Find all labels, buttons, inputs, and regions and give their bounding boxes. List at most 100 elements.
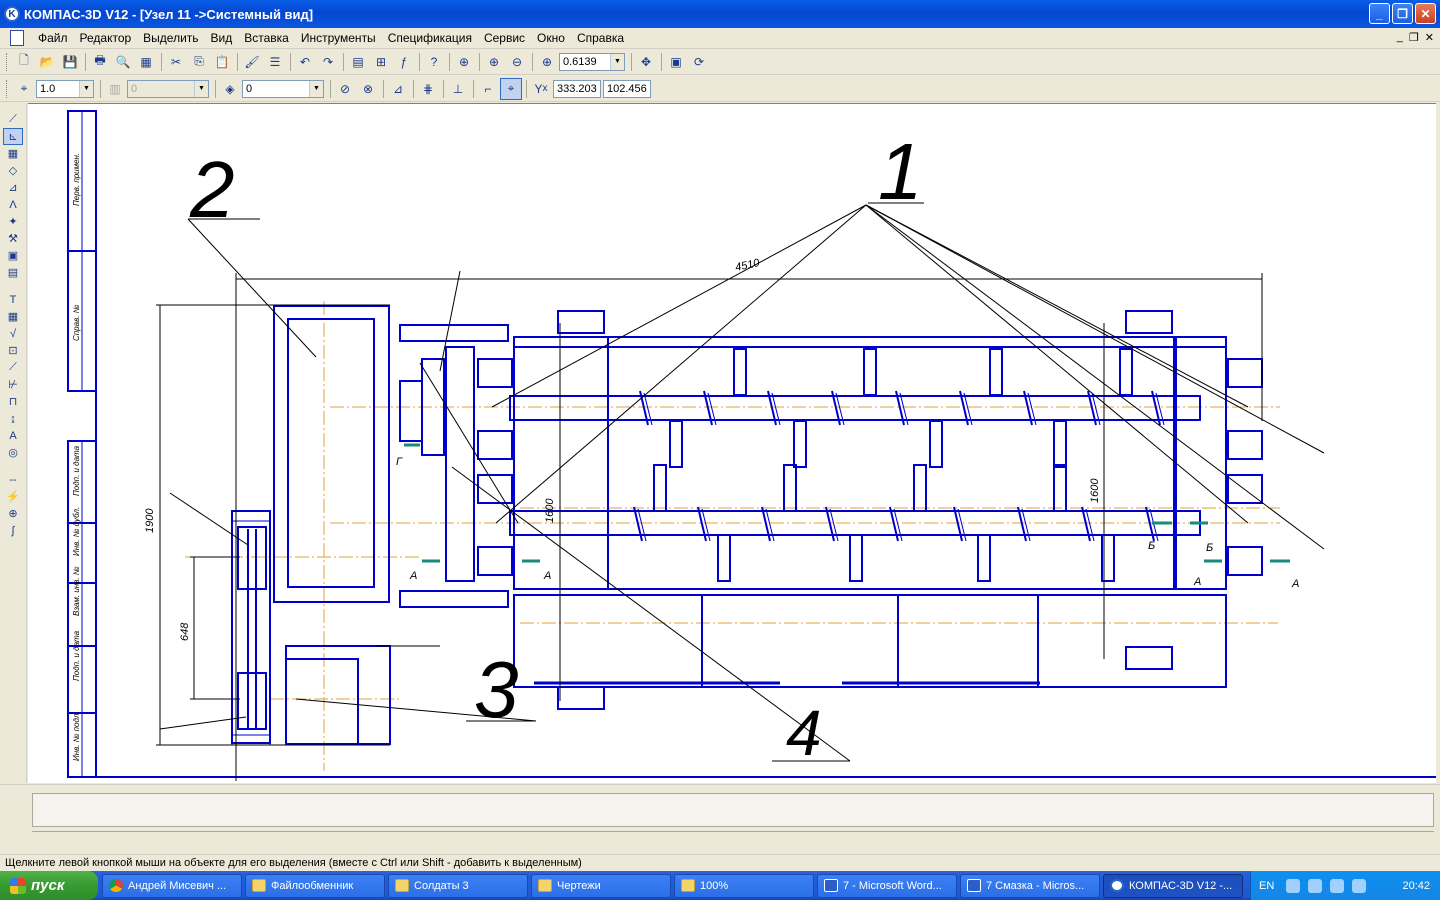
mark-tool-icon[interactable]: ◎: [8, 447, 18, 459]
menu-insert[interactable]: Вставка: [244, 31, 289, 45]
leader-tool-icon[interactable]: ⟋: [9, 361, 17, 373]
snap-icon[interactable]: ⊘: [339, 81, 351, 96]
doc-restore-button[interactable]: ❐: [1408, 32, 1419, 44]
ortho-mode-icon[interactable]: ⌐: [484, 81, 492, 96]
redo-icon[interactable]: ↷: [322, 54, 334, 69]
menu-view[interactable]: Вид: [210, 31, 233, 45]
step-combo[interactable]: 1.0 ▼: [36, 79, 94, 98]
print-icon[interactable]: 🖶: [94, 53, 106, 67]
title-bar[interactable]: K КОМПАС-3D V12 - [Узел 11 ->Системный в…: [0, 0, 1440, 28]
menu-specification[interactable]: Спецификация: [387, 31, 472, 45]
orthogonal-icon[interactable]: ⊿: [392, 81, 404, 96]
chevron-down-icon[interactable]: ▼: [309, 80, 323, 97]
chevron-down-icon[interactable]: ▼: [610, 53, 624, 70]
menu-window[interactable]: Окно: [537, 31, 565, 45]
menu-select[interactable]: Выделить: [143, 31, 199, 45]
table-tool-icon[interactable]: ▦: [7, 311, 19, 323]
select-tool-icon[interactable]: ⚒: [8, 233, 18, 245]
manager-icon[interactable]: ▤: [352, 54, 364, 69]
task-folder-drawings[interactable]: Чертежи: [531, 873, 671, 898]
library-icon[interactable]: ▦: [140, 54, 152, 69]
task-kompas[interactable]: КОМПАС-3D V12 -...: [1103, 873, 1243, 898]
menu-file[interactable]: Файл: [38, 31, 68, 45]
toolbar-grip[interactable]: [6, 52, 9, 71]
menu-help[interactable]: Справка: [576, 31, 625, 45]
grid-icon[interactable]: ⋕: [422, 81, 434, 96]
measure-tool-icon[interactable]: Λ: [9, 198, 17, 211]
document-icon[interactable]: [10, 30, 24, 46]
round-icon[interactable]: ⌖: [500, 77, 522, 100]
view-arrow-tool-icon[interactable]: ↨: [10, 412, 16, 425]
task-folder-100[interactable]: 100%: [674, 873, 814, 898]
snap-local-icon[interactable]: ⊗: [362, 81, 374, 96]
tray-security-icon[interactable]: [1352, 878, 1367, 893]
minimize-button[interactable]: _: [1369, 3, 1390, 24]
maximize-button[interactable]: ❐: [1392, 3, 1413, 24]
task-word-1[interactable]: 7 - Microsoft Word...: [817, 873, 957, 898]
tray-arrow-icon[interactable]: [1286, 878, 1301, 893]
properties-area[interactable]: [32, 793, 1434, 827]
geometry-tool-icon[interactable]: ⟋: [9, 113, 17, 125]
local-cs-icon[interactable]: ⊥: [452, 81, 464, 96]
help-pointer-icon[interactable]: ?: [430, 54, 438, 69]
report-tool-icon[interactable]: ▤: [7, 267, 19, 279]
axis-tool-icon[interactable]: A: [9, 429, 17, 442]
cut-icon[interactable]: ✂: [170, 54, 182, 69]
toolbar-grip[interactable]: [6, 79, 9, 98]
format-painter-icon[interactable]: 🖌: [244, 54, 260, 69]
layers-icon[interactable]: ◈: [225, 81, 235, 96]
menu-tools[interactable]: Инструменты: [300, 31, 376, 45]
doc-close-button[interactable]: ✕: [1424, 32, 1434, 44]
coord-x-field[interactable]: 333.203: [553, 79, 601, 98]
base-tool-icon[interactable]: ⊡: [8, 345, 18, 357]
task-chrome[interactable]: Андрей Мисевич ...: [102, 873, 242, 898]
hatch-tool-icon[interactable]: ▦: [7, 148, 19, 160]
zoom-in-icon[interactable]: ⊕: [488, 54, 500, 69]
text-tool-icon[interactable]: T: [9, 293, 17, 306]
cursor-step-icon[interactable]: ⌖: [20, 81, 28, 95]
show-all-icon[interactable]: ▣: [670, 54, 682, 69]
doc-minimize-button[interactable]: _: [1396, 31, 1403, 43]
refresh-icon[interactable]: ⟳: [693, 54, 705, 69]
vertical-scrollbar[interactable]: [1436, 103, 1440, 783]
centerline-tool-icon[interactable]: --: [9, 473, 17, 486]
cut-line-tool-icon[interactable]: ⊓: [8, 396, 18, 408]
zoom-out-icon[interactable]: ⊖: [511, 54, 523, 69]
save-icon[interactable]: 💾: [62, 54, 78, 69]
menu-editor[interactable]: Редактор: [79, 31, 132, 45]
coord-y-field[interactable]: 102.456: [603, 79, 651, 98]
zoom-window-icon[interactable]: ⊕: [458, 54, 470, 69]
tray-volume-icon[interactable]: [1330, 878, 1345, 893]
roughness-tool-icon[interactable]: √: [9, 327, 17, 340]
tree-icon[interactable]: ⊞: [375, 54, 387, 69]
close-button[interactable]: ✕: [1415, 3, 1436, 24]
open-icon[interactable]: 📂: [39, 54, 55, 69]
lightning-tool-icon[interactable]: ⚡: [6, 491, 20, 503]
spec-tool-icon[interactable]: ▣: [7, 250, 19, 262]
sizes-tool-icon[interactable]: ⊾: [3, 128, 23, 145]
copy-icon[interactable]: ⎘: [194, 54, 204, 68]
center-mark-tool-icon[interactable]: ⊕: [8, 508, 18, 520]
start-button[interactable]: пуск: [0, 871, 98, 900]
paste-icon[interactable]: 📋: [214, 54, 230, 69]
layer-combo[interactable]: 0 ▼: [242, 79, 324, 98]
properties-icon[interactable]: ☰: [269, 54, 281, 69]
chevron-down-icon[interactable]: ▼: [79, 80, 93, 97]
new-document-icon[interactable]: 🗋: [19, 53, 29, 67]
task-folder-fileshare[interactable]: Файлообменник: [245, 873, 385, 898]
tray-network-icon[interactable]: [1308, 878, 1323, 893]
task-word-2[interactable]: 7 Смазка - Micros...: [960, 873, 1100, 898]
kompas-app-icon[interactable]: K: [4, 6, 20, 22]
param-tool-icon[interactable]: ✦: [8, 216, 18, 228]
wave-line-tool-icon[interactable]: ∫: [11, 524, 15, 537]
zoom-scale-icon[interactable]: ⊕: [541, 54, 553, 69]
language-indicator[interactable]: EN: [1259, 879, 1275, 892]
zoom-combo[interactable]: 0.6139 ▼: [559, 52, 625, 71]
variables-icon[interactable]: ƒ: [400, 54, 408, 69]
undo-icon[interactable]: ↶: [299, 54, 311, 69]
edit-tool-icon[interactable]: ⊿: [8, 182, 18, 194]
tolerance-tool-icon[interactable]: ⊬: [8, 379, 18, 391]
pan-icon[interactable]: ✥: [640, 54, 652, 69]
